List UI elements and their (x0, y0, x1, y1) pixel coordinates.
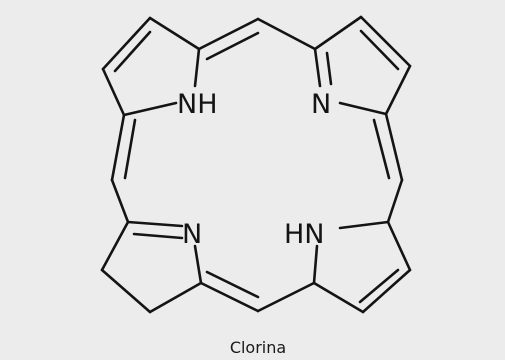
bond (123, 118, 137, 180)
meso-bottom (199, 270, 316, 313)
bond (361, 268, 412, 314)
bond (384, 112, 404, 182)
bond (338, 220, 390, 230)
bond (359, 29, 400, 71)
bond (372, 118, 391, 180)
bond (193, 244, 203, 285)
bond (386, 178, 404, 224)
atom-label-n-bottom: N (182, 219, 202, 250)
bond (325, 51, 333, 86)
bond (126, 220, 184, 228)
ring-bottom-right (312, 220, 412, 314)
bond (313, 15, 363, 51)
molecule-caption: Clorina (230, 338, 286, 357)
bond (313, 47, 322, 88)
bond (358, 268, 400, 304)
atom-label-hn: HN (284, 219, 325, 250)
bond (312, 244, 319, 285)
bond (110, 113, 126, 182)
bond (148, 281, 203, 314)
bond (384, 64, 412, 116)
bond (100, 220, 130, 272)
bond (113, 30, 152, 73)
bond (205, 31, 260, 61)
ring-top-left (101, 16, 201, 117)
bond (205, 270, 260, 299)
bond (199, 281, 260, 313)
ring-bottom-left (100, 220, 203, 314)
bond (101, 67, 126, 117)
bond (197, 17, 260, 51)
meso-left (110, 113, 137, 224)
bond (359, 15, 412, 68)
bond (100, 268, 152, 314)
bond (132, 232, 184, 240)
meso-right (372, 112, 404, 224)
bond (386, 220, 412, 272)
bond (338, 101, 388, 116)
ring-top-right (313, 15, 412, 116)
bond (312, 281, 365, 314)
bond (110, 178, 130, 224)
atom-label-nh: NH (177, 89, 218, 120)
meso-top (197, 17, 317, 61)
bond (101, 16, 152, 71)
atom-label-n-top: N (311, 89, 331, 120)
bond (193, 47, 201, 88)
bond (256, 281, 316, 313)
bond (122, 101, 178, 117)
bond (256, 17, 317, 51)
bond (148, 16, 201, 51)
